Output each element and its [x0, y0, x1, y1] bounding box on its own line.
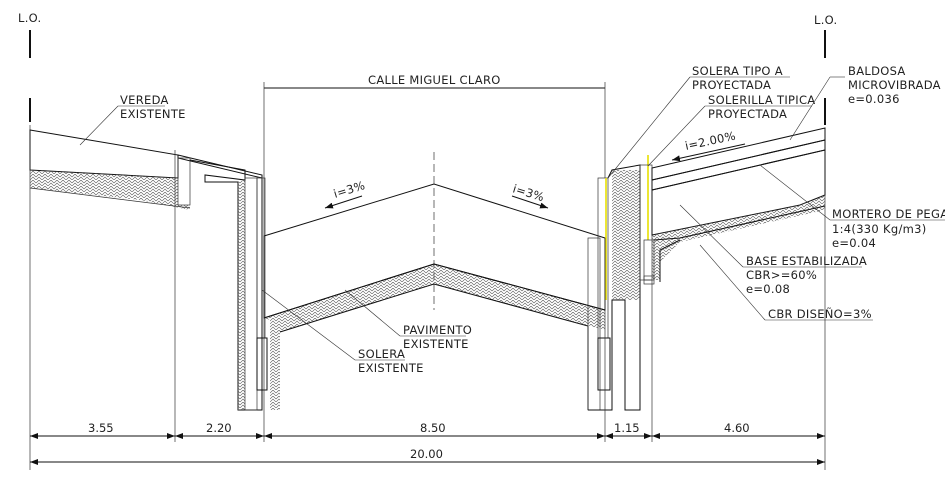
note-solera-tipo-a: SOLERA TIPO A PROYECTADA: [607, 64, 790, 179]
curb-type-a: [587, 155, 649, 411]
svg-text:EXISTENTE: EXISTENTE: [358, 361, 424, 375]
dim-total: 20.00: [410, 447, 443, 461]
svg-text:e=0.036: e=0.036: [848, 92, 900, 106]
new-sidewalk: [639, 127, 826, 285]
note-mortero: MORTERO DE PEGA 1:4(330 Kg/m3) e=0.04: [759, 164, 945, 250]
dim-sidewalk: 4.60: [724, 421, 750, 435]
dim-curb-right: 1.15: [614, 421, 640, 435]
svg-text:e=0.04: e=0.04: [832, 236, 876, 250]
existing-pavement: [263, 152, 606, 410]
boundary-left-label: L.O.: [18, 11, 42, 25]
svg-text:SOLERILLA TIPICA: SOLERILLA TIPICA: [708, 93, 815, 107]
dim-vereda: 3.55: [88, 421, 114, 435]
svg-text:PAVIMENTO: PAVIMENTO: [403, 323, 472, 337]
existing-curb-left: [189, 159, 268, 411]
svg-text:EXISTENTE: EXISTENTE: [403, 337, 469, 351]
slope-left: i=3%: [324, 178, 367, 209]
dim-pavement: 8.50: [420, 421, 446, 435]
street-name-dimension: CALLE MIGUEL CLARO: [263, 73, 606, 178]
slope-right: i=3%: [511, 181, 549, 209]
svg-text:SOLERA: SOLERA: [358, 347, 405, 361]
svg-text:PROYECTADA: PROYECTADA: [708, 107, 787, 121]
dimension-row: 3.55 2.20 8.50 1.15 4.60 20.00: [30, 150, 825, 465]
svg-text:CBR>=60%: CBR>=60%: [746, 268, 817, 282]
slope-right-label: i=3%: [511, 181, 546, 204]
note-vereda: VEREDA EXISTENTE: [79, 93, 186, 146]
slope-left-label: i=3%: [332, 178, 367, 201]
svg-text:MORTERO DE PEGA: MORTERO DE PEGA: [832, 207, 945, 221]
note-base: BASE ESTABILIZADA CBR>=60% e=0.08: [679, 204, 867, 296]
dim-curb-left: 2.20: [206, 421, 232, 435]
existing-sidewalk: [29, 129, 263, 210]
svg-text:SOLERA TIPO A: SOLERA TIPO A: [692, 64, 783, 78]
svg-text:BALDOSA: BALDOSA: [848, 64, 906, 78]
svg-text:VEREDA: VEREDA: [120, 93, 169, 107]
svg-text:BASE ESTABILIZADA: BASE ESTABILIZADA: [746, 254, 867, 268]
note-solerilla: SOLERILLA TIPICA PROYECTADA: [647, 93, 815, 167]
note-baldosa: BALDOSA MICROVIBRADA e=0.036: [789, 64, 941, 141]
svg-text:1:4(330 Kg/m3): 1:4(330 Kg/m3): [832, 222, 927, 236]
boundary-left: L.O.: [18, 11, 42, 470]
note-solera-existente: SOLERA EXISTENTE: [261, 289, 424, 375]
boundary-right-label: L.O.: [814, 13, 838, 27]
svg-text:EXISTENTE: EXISTENTE: [120, 107, 186, 121]
slope-sidewalk-label: i=2.00%: [684, 129, 737, 153]
note-pavimento: PAVIMENTO EXISTENTE: [344, 289, 472, 351]
street-name: CALLE MIGUEL CLARO: [368, 73, 501, 87]
svg-text:e=0.08: e=0.08: [746, 282, 790, 296]
svg-text:MICROVIBRADA: MICROVIBRADA: [848, 78, 941, 92]
svg-text:CBR DISEÑO=3%: CBR DISEÑO=3%: [768, 306, 872, 321]
note-cbr: CBR DISEÑO=3%: [699, 244, 873, 321]
svg-text:PROYECTADA: PROYECTADA: [692, 78, 771, 92]
